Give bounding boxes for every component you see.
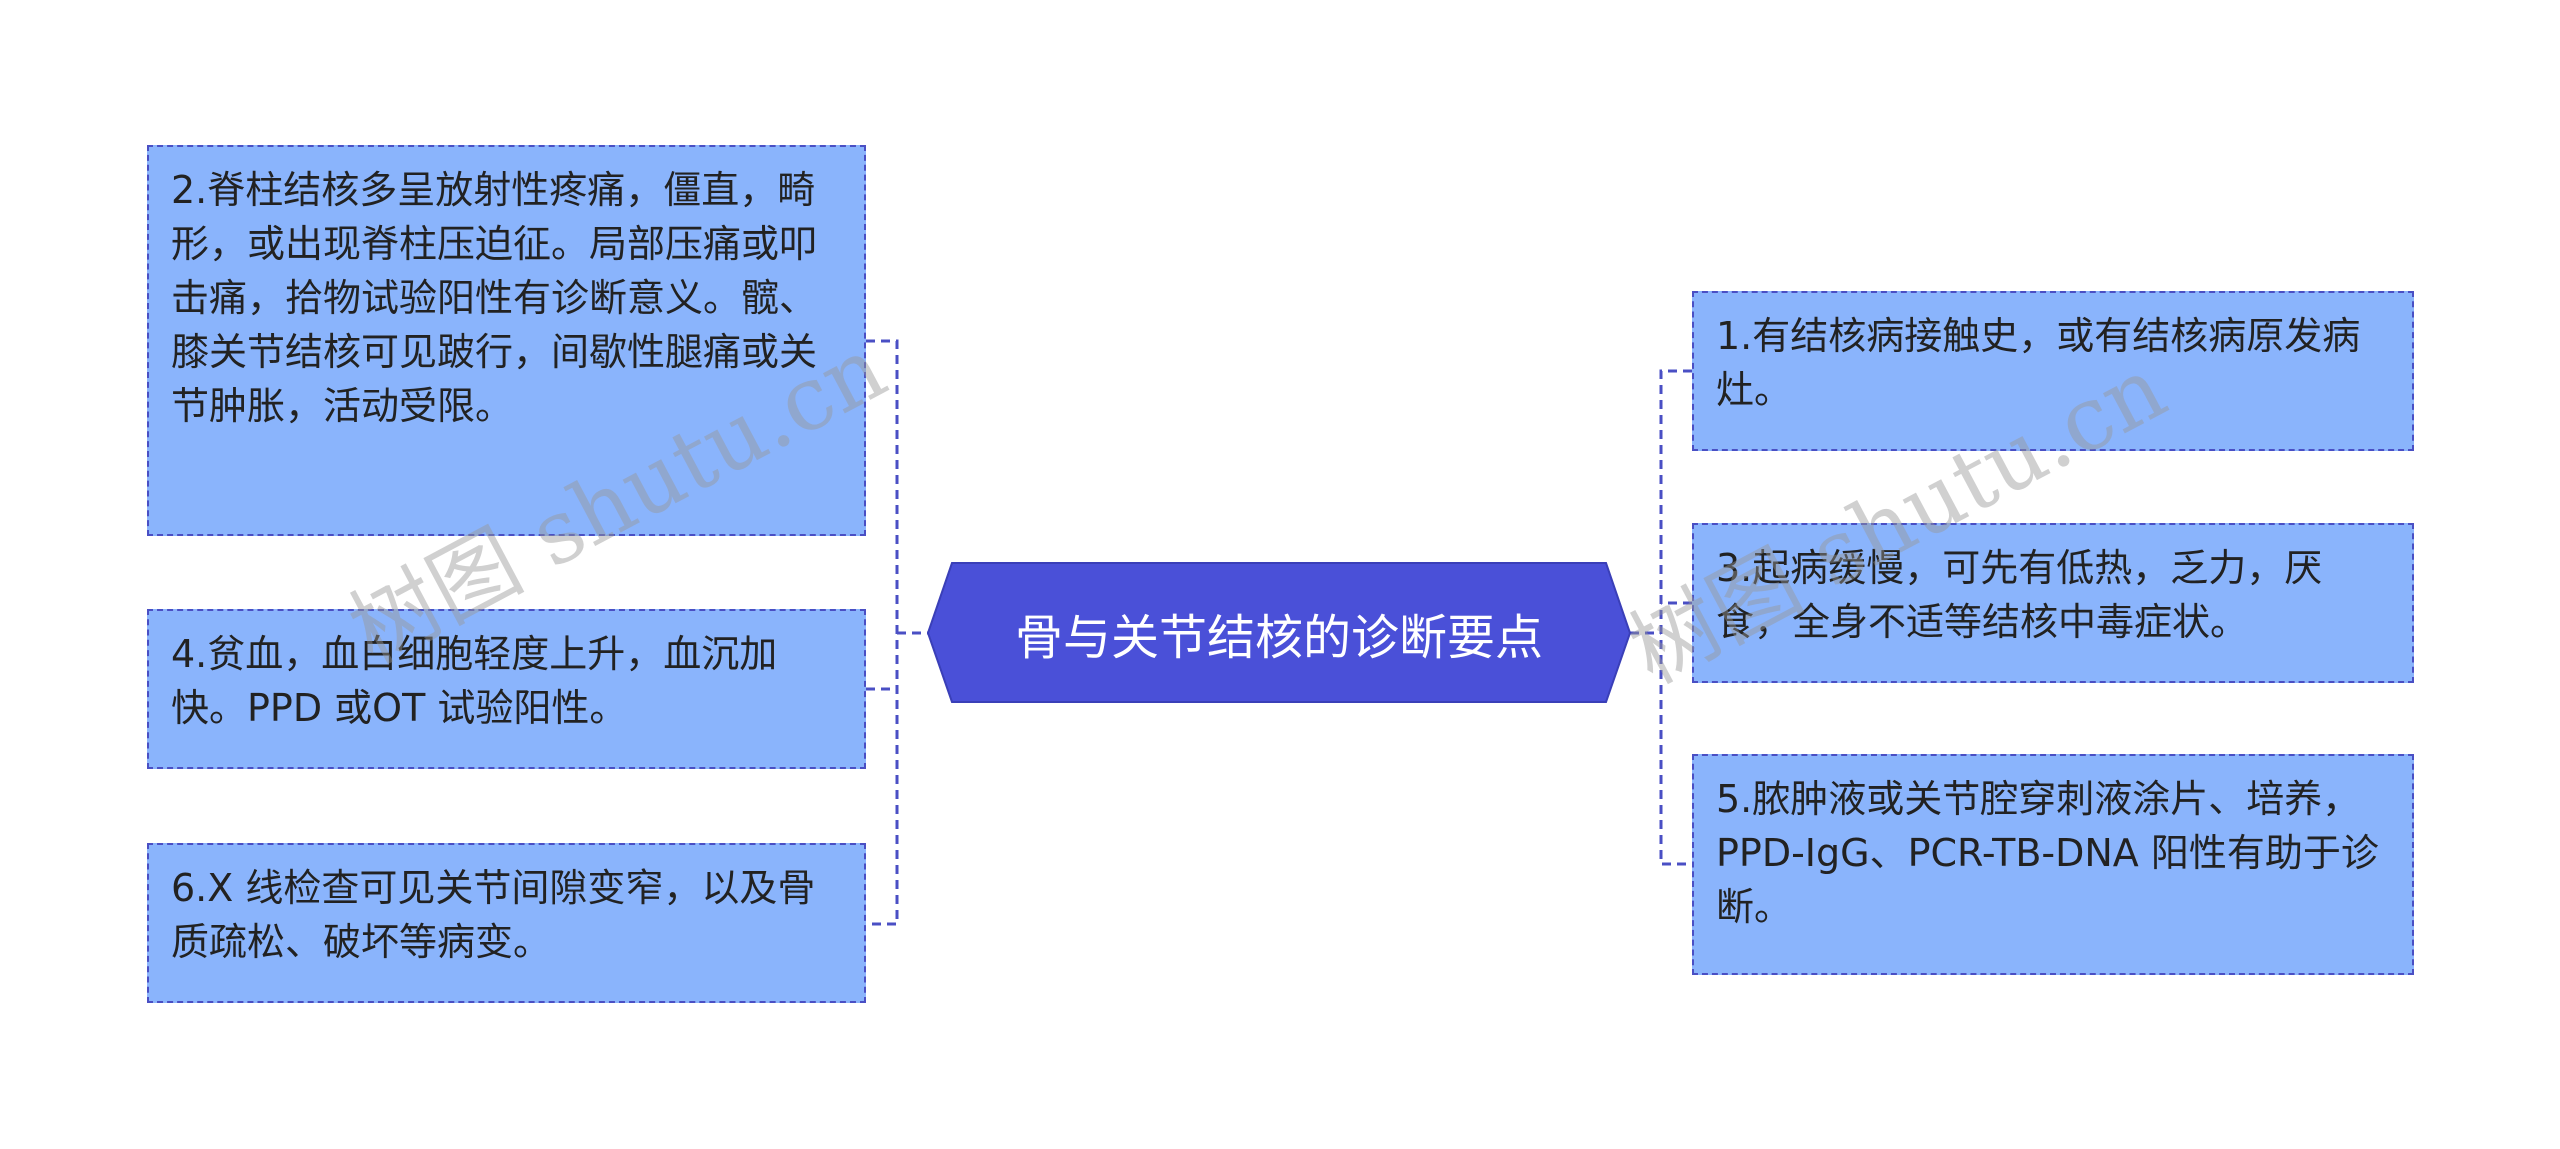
node-text: 4.贫血，血白细胞轻度上升，血沉加快。PPD 或OT 试验阳性。 [171, 632, 778, 730]
right-connector [1630, 369, 1692, 866]
right-node-5[interactable]: 5.脓肿液或关节腔穿刺液涂片、培养，PPD-IgG、PCR-TB-DNA 阳性有… [1692, 754, 2414, 975]
left-node-6[interactable]: 6.X 线检查可见关节间隙变窄，以及骨质疏松、破坏等病变。 [147, 843, 866, 1003]
right-node-3[interactable]: 3.起病缓慢，可先有低热，乏力，厌食，全身不适等结核中毒症状。 [1692, 523, 2414, 683]
node-text: 6.X 线检查可见关节间隙变窄，以及骨质疏松、破坏等病变。 [171, 866, 816, 964]
left-connector [866, 339, 928, 926]
center-node-shape [926, 562, 1632, 703]
left-node-2[interactable]: 2.脊柱结核多呈放射性疼痛，僵直，畸形，或出现脊柱压迫征。局部压痛或叩击痛，拾物… [147, 145, 866, 536]
node-text: 2.脊柱结核多呈放射性疼痛，僵直，畸形，或出现脊柱压迫征。局部压痛或叩击痛，拾物… [171, 168, 818, 428]
center-topic[interactable]: 骨与关节结核的诊断要点 [1014, 609, 1543, 666]
node-text: 5.脓肿液或关节腔穿刺液涂片、培养，PPD-IgG、PCR-TB-DNA 阳性有… [1716, 777, 2379, 929]
right-node-1[interactable]: 1.有结核病接触史，或有结核病原发病灶。 [1692, 291, 2414, 451]
left-node-4[interactable]: 4.贫血，血白细胞轻度上升，血沉加快。PPD 或OT 试验阳性。 [147, 609, 866, 769]
node-text: 3.起病缓慢，可先有低热，乏力，厌食，全身不适等结核中毒症状。 [1716, 546, 2323, 644]
node-text: 1.有结核病接触史，或有结核病原发病灶。 [1716, 314, 2361, 412]
